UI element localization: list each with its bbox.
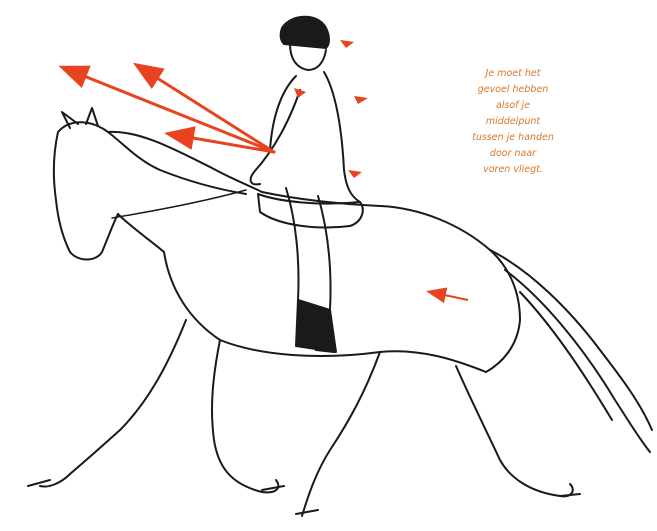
- caption-line: Je moet het: [438, 66, 588, 82]
- mark-head: [340, 40, 354, 48]
- mark-back: [354, 96, 368, 104]
- horse-mane: [108, 132, 262, 192]
- rider: [251, 17, 363, 352]
- rider-helmet: [281, 17, 329, 48]
- caption-line: alsof je: [438, 98, 588, 114]
- horse-foreleg-left: [40, 320, 186, 487]
- horse-tail: [490, 250, 652, 452]
- instruction-caption: Je moet het gevoel hebben alsof je midde…: [438, 66, 588, 178]
- arrow-upper: [64, 68, 274, 152]
- caption-line: voren vliegt.: [438, 162, 588, 178]
- caption-line: door naar: [438, 146, 588, 162]
- caption-line: gevoel hebben: [438, 82, 588, 98]
- caption-line: middelpunt: [438, 114, 588, 130]
- saddle: [258, 194, 363, 227]
- rider-arm: [251, 90, 300, 184]
- reins: [112, 190, 246, 218]
- mark-waist: [348, 170, 362, 178]
- rider-torso: [270, 72, 360, 202]
- mark-belly-arrow: [430, 292, 468, 300]
- horse-throat: [118, 214, 164, 252]
- horse-hindleg-left: [302, 352, 380, 516]
- horse-foreleg-right: [212, 340, 278, 492]
- caption-line: tussen je handen: [438, 130, 588, 146]
- direction-arrows: [64, 66, 274, 152]
- horse-hindleg-right: [456, 366, 573, 496]
